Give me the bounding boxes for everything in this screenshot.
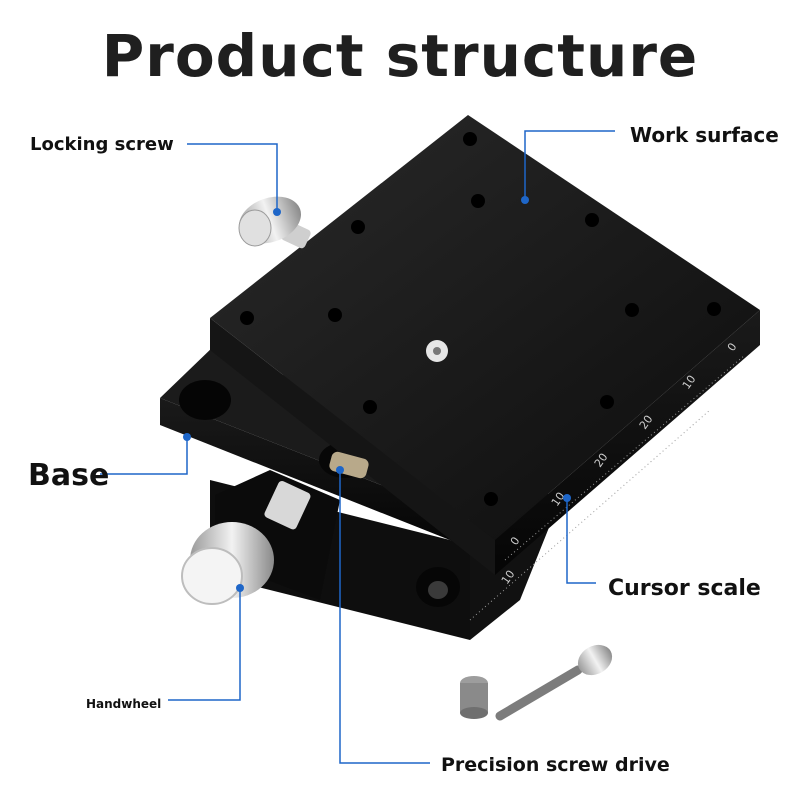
callout-dot-base [183, 433, 191, 441]
thread-hole [328, 308, 342, 322]
callout-line-cursor-scale [566, 498, 596, 584]
thread-hole [484, 492, 498, 506]
label-locking-screw: Locking screw [30, 134, 174, 155]
callout-dot-screw-drive [336, 466, 344, 474]
spare-screw-shaft [495, 665, 583, 721]
base-mount-hole-left [179, 380, 231, 420]
callout-line-handwheel [168, 588, 241, 701]
callout-dot-locking-screw [273, 208, 281, 216]
thread-hole [363, 400, 377, 414]
spare-parts [460, 644, 613, 721]
page-title: Product structure [101, 22, 699, 90]
thread-hole [707, 302, 721, 316]
thread-hole [585, 213, 599, 227]
callouts [100, 130, 615, 764]
callout-line-base [100, 438, 188, 475]
callout-dot-cursor-scale [563, 494, 571, 502]
thread-hole [625, 303, 639, 317]
label-cursor-scale: Cursor scale [608, 576, 761, 601]
thread-hole [240, 311, 254, 325]
callout-line-screw-drive [339, 470, 430, 764]
callout-dot-work-surface [521, 196, 529, 204]
thread-hole [463, 132, 477, 146]
callout-line-work-surface [524, 130, 615, 198]
callout-dot-handwheel [236, 584, 244, 592]
spare-screw-head [577, 644, 613, 676]
label-work-surface: Work surface [630, 123, 779, 147]
handwheel-assembly [181, 470, 340, 605]
thread-hole [351, 220, 365, 234]
label-base: Base [28, 458, 110, 493]
locking-screw [238, 196, 311, 249]
thread-hole [600, 395, 614, 409]
label-precision-screw-drive: Precision screw drive [441, 754, 670, 776]
thread-hole [471, 194, 485, 208]
callout-line-locking-screw [187, 143, 278, 210]
work-surface-plate [210, 115, 760, 575]
callout-dots [183, 196, 571, 592]
label-handwheel: Handwheel [86, 697, 162, 711]
